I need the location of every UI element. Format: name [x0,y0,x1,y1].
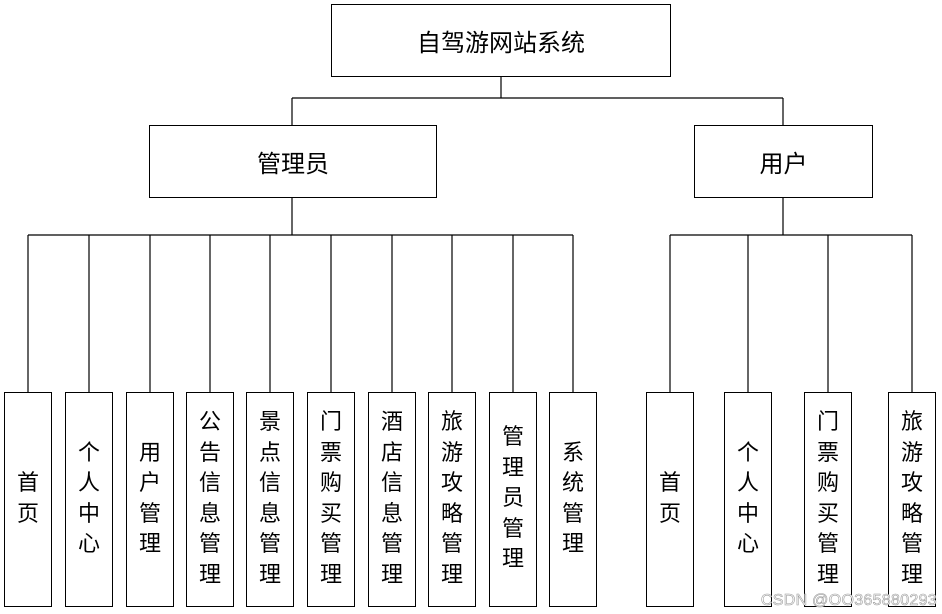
module-label: 酒店信息管理 [381,410,404,588]
admin-module-profile: 个人中心 [65,392,113,607]
connector-admin-drops [27,235,574,392]
module-label: 首页 [659,471,682,527]
root-label: 自驾游网站系统 [417,29,585,57]
module-label: 个人中心 [78,440,101,558]
module-label: 个人中心 [737,440,760,558]
user-module-home: 首页 [646,392,694,607]
admin-module-admin-management: 管理员管理 [489,392,537,607]
admin-node: 管理员 [149,125,437,198]
admin-label: 管理员 [257,150,329,178]
user-node: 用户 [694,125,873,198]
user-module-profile: 个人中心 [724,392,772,607]
module-label: 公告信息管理 [199,410,222,588]
module-label: 首页 [17,471,40,527]
module-label: 用户管理 [139,440,162,558]
connector-admin-branch [28,198,573,236]
module-label: 门票购买管理 [320,410,343,588]
admin-module-user-management: 用户管理 [126,392,174,607]
csdn-watermark: CSDN @OO365880293 [760,592,937,610]
admin-module-ticket-management: 门票购买管理 [307,392,355,607]
user-module-guide-management: 旅游攻略管理 [888,392,936,607]
module-label: 门票购买管理 [817,410,840,588]
root-node: 自驾游网站系统 [331,4,671,77]
user-label: 用户 [759,150,808,178]
admin-module-guide-management: 旅游攻略管理 [428,392,476,607]
admin-module-notice-management: 公告信息管理 [186,392,234,607]
module-label: 管理员管理 [502,425,525,573]
admin-module-hotel-management: 酒店信息管理 [368,392,416,607]
connector-user-branch [670,198,912,236]
admin-module-home: 首页 [4,392,52,607]
connector-user-drops [669,235,913,392]
connector-root [291,77,784,125]
module-label: 旅游攻略管理 [901,410,924,588]
admin-module-attraction-management: 景点信息管理 [246,392,294,607]
module-label: 旅游攻略管理 [441,410,464,588]
module-label: 景点信息管理 [259,410,282,588]
module-label: 系统管理 [562,440,585,558]
user-module-ticket-management: 门票购买管理 [804,392,852,607]
admin-module-system-management: 系统管理 [549,392,597,607]
